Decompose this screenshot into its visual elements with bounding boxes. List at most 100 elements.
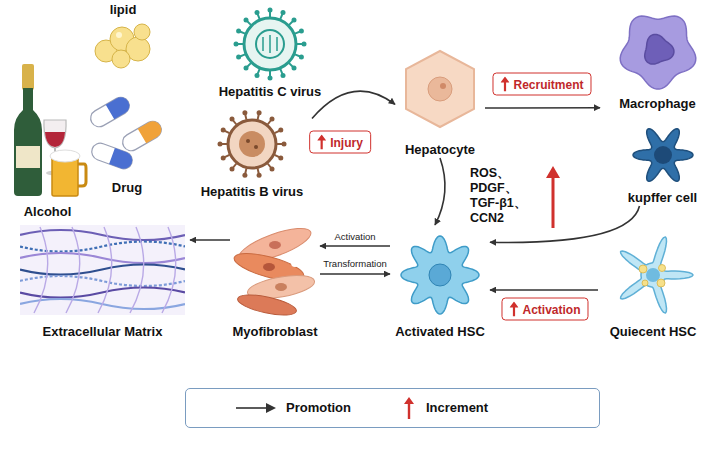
icon-shape xyxy=(406,51,474,127)
icon-shape xyxy=(639,265,647,273)
node-label: Myofibroblast xyxy=(232,324,317,340)
node-icon xyxy=(20,215,185,324)
icon-shape xyxy=(299,29,304,34)
icon-shape xyxy=(633,129,693,182)
icon-shape xyxy=(281,73,286,78)
cell-node: Myofibroblast xyxy=(230,210,320,340)
legend-arrow xyxy=(266,403,276,413)
icon-shape xyxy=(230,117,235,122)
node-label: kupffer cell xyxy=(628,190,697,206)
node-label: Macrophage xyxy=(619,96,696,112)
icon-shape xyxy=(116,32,122,38)
icon-shape xyxy=(263,35,277,53)
lipid-node: lipid xyxy=(88,2,158,72)
node-illustration xyxy=(20,225,185,315)
icon-shape xyxy=(112,50,130,68)
legend-label: Promotion xyxy=(286,400,351,416)
increment-arrow xyxy=(509,302,518,317)
node-icon xyxy=(92,18,154,72)
cell-node: Hepatocyte xyxy=(395,36,485,158)
icon-shape xyxy=(89,141,134,171)
increment-arrow xyxy=(509,302,518,317)
virus-node: Hepatitis C virus xyxy=(210,4,330,100)
node-label: Alcohol xyxy=(24,204,72,220)
icon-shape xyxy=(50,150,80,162)
icon-shape xyxy=(278,128,283,133)
arrow-connector xyxy=(312,91,395,118)
legend-box: Promotion Increment xyxy=(185,388,600,428)
node-icon xyxy=(233,4,307,84)
icon-shape xyxy=(236,55,241,60)
node-illustration xyxy=(92,21,154,69)
legend-increment xyxy=(404,397,414,419)
node-icon xyxy=(398,225,482,324)
node-label: Drug xyxy=(112,180,142,196)
icon-shape xyxy=(255,73,260,78)
icon-shape xyxy=(43,120,65,148)
edge-label-holder: Activation xyxy=(334,231,375,242)
icon-shape xyxy=(278,155,283,160)
increment-arrow xyxy=(509,302,518,317)
node-label: Activated HSC xyxy=(395,324,485,340)
increment-arrow xyxy=(546,166,560,230)
node-illustration xyxy=(233,7,307,81)
cell-node: Activated HSC xyxy=(390,225,490,340)
icon-shape xyxy=(242,173,247,178)
node-label: Hepatitis C virus xyxy=(219,84,322,100)
arrow-connector xyxy=(490,289,598,291)
virus-node: Hepatitis B virus xyxy=(192,104,312,200)
icon-shape xyxy=(120,118,165,154)
icon-shape xyxy=(302,42,307,47)
edge-label: Activation xyxy=(334,231,375,242)
edge-label: Transformation xyxy=(323,258,387,269)
icon-shape xyxy=(257,173,262,178)
icon-shape xyxy=(14,88,42,196)
node-icon xyxy=(229,210,321,324)
arrow-connector xyxy=(320,273,390,275)
arrow-connector xyxy=(435,158,445,225)
arrow-connector xyxy=(320,245,390,247)
icon-shape xyxy=(620,16,696,89)
icon-shape xyxy=(269,241,281,249)
increment-arrow xyxy=(500,77,509,92)
arrow-connector xyxy=(490,206,640,242)
icon-shape xyxy=(130,227,144,313)
icon-shape xyxy=(221,128,226,133)
icon-shape xyxy=(244,18,296,70)
icon-shape xyxy=(162,227,176,313)
icon-shape xyxy=(109,148,135,171)
icon-shape xyxy=(429,264,451,286)
icon-shape xyxy=(88,94,133,130)
node-icon xyxy=(400,36,480,142)
icon-shape xyxy=(234,42,239,47)
icon-shape xyxy=(242,110,247,115)
node-label: Hepatitis B virus xyxy=(201,184,304,200)
icon-shape xyxy=(239,131,265,157)
signal-label: ROS、 PDGF、 TGF-β1、 CCN2 xyxy=(470,166,534,226)
cell-node: kupffer cell xyxy=(605,120,720,206)
icon-shape xyxy=(270,117,275,122)
icon-shape xyxy=(120,118,165,154)
icon-shape xyxy=(246,139,250,143)
legend-label: Increment xyxy=(426,400,488,416)
node-illustration xyxy=(400,47,480,131)
icon-shape xyxy=(275,283,287,291)
icon-shape xyxy=(34,227,48,313)
node-icon xyxy=(607,225,699,324)
edge-label: Activation xyxy=(522,302,580,316)
icon-shape xyxy=(230,167,235,172)
node-icon xyxy=(610,4,706,96)
icon-shape xyxy=(291,259,299,267)
icon-shape xyxy=(644,34,673,64)
node-label: Hepatocyte xyxy=(405,142,475,158)
node-illustration xyxy=(398,233,482,317)
icon-shape xyxy=(268,76,273,81)
increment-arrow xyxy=(317,135,326,150)
node-illustration xyxy=(229,217,321,317)
node-label: Quiecent HSC xyxy=(610,324,697,340)
icon-shape xyxy=(281,10,286,15)
icon-shape xyxy=(138,118,165,143)
icon-shape xyxy=(292,18,297,23)
node-illustration xyxy=(8,60,88,200)
